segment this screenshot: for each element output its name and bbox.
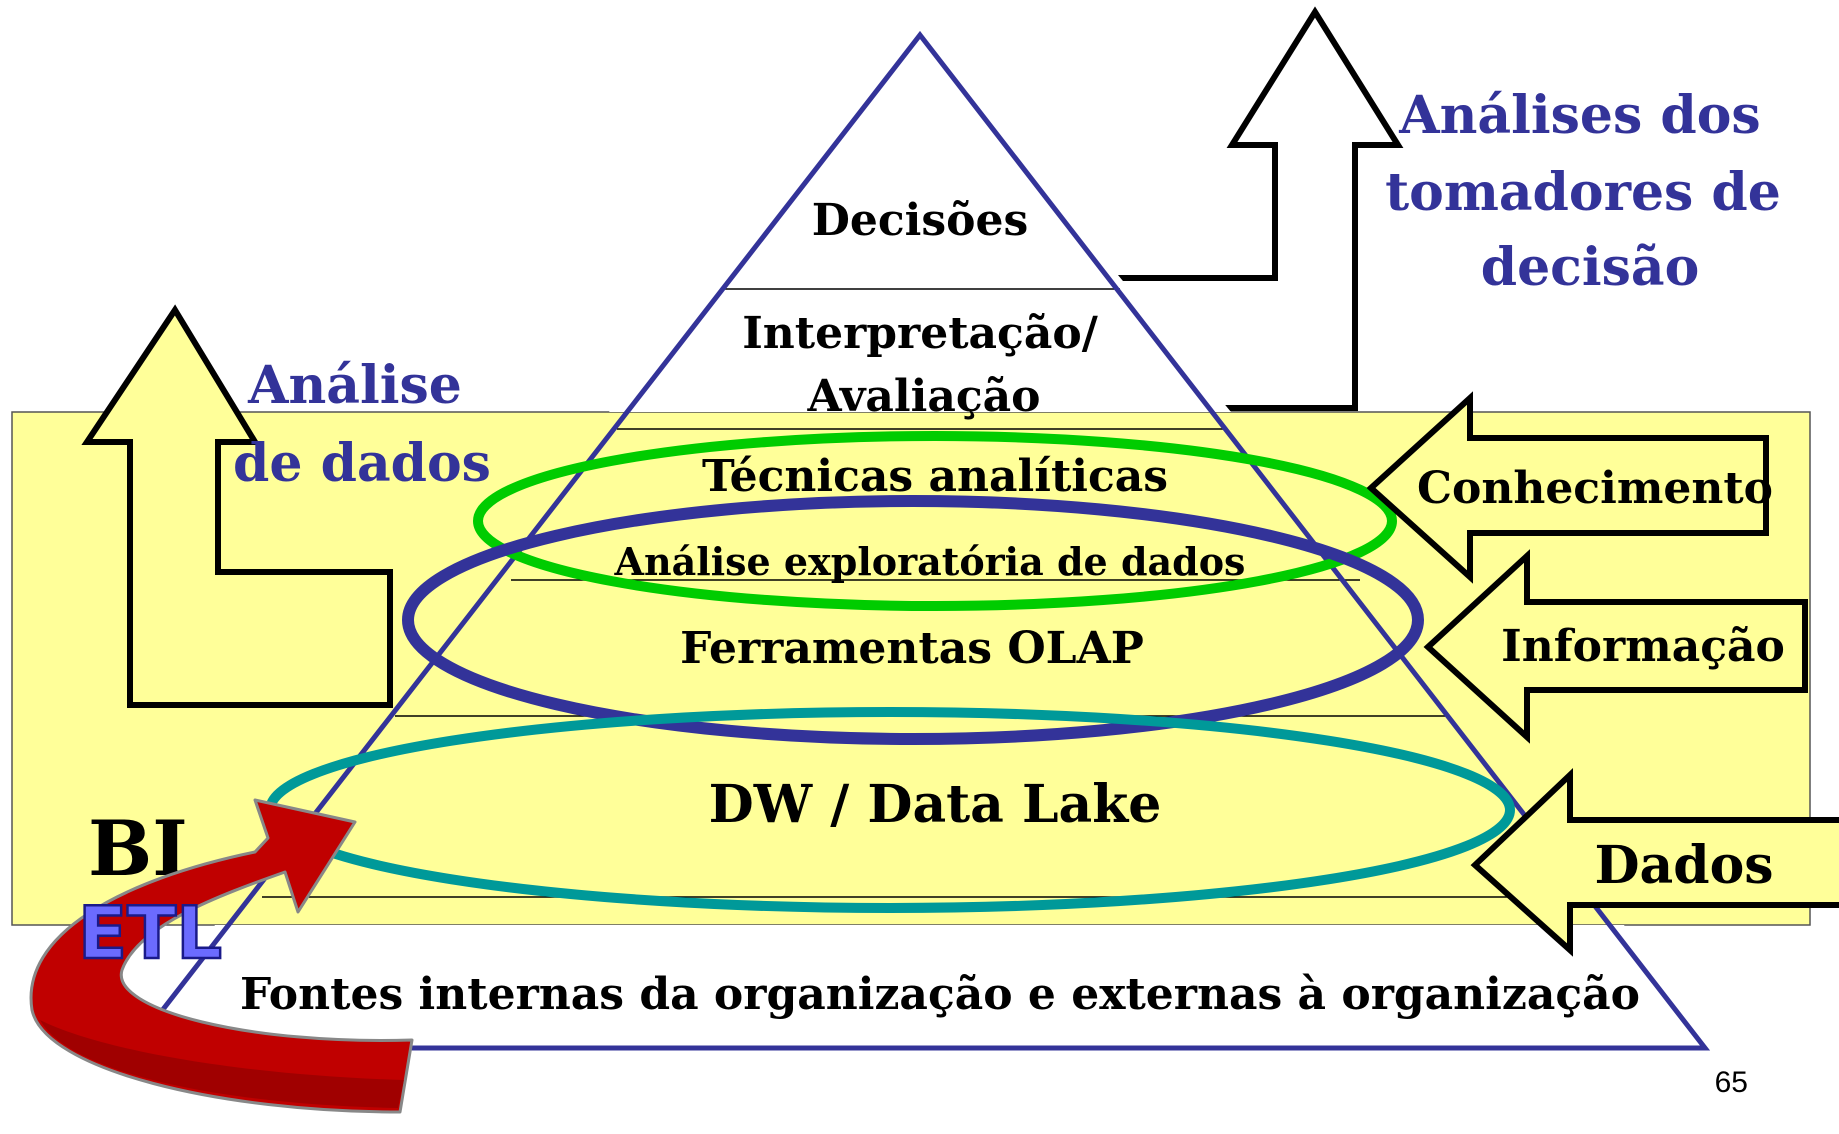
etl-arrow	[29, 798, 414, 1114]
decision-makers-label-line1: Análises dos	[1398, 85, 1760, 146]
layer-dw-data-lake: DW / Data Lake	[709, 774, 1162, 835]
etl-arrow-shadow	[40, 1020, 404, 1108]
information-ellipse-blue	[402, 495, 1424, 745]
etl-label: ETL	[78, 891, 222, 975]
conhecimento-arrow	[1366, 391, 1769, 584]
data-analysis-up-arrow	[81, 304, 393, 708]
layer-interpretacao: Interpretação/	[742, 308, 1098, 359]
conhecimento-label: Conhecimento	[1417, 463, 1773, 514]
etl-arrow-body	[29, 798, 414, 1114]
page-number: 65	[1715, 1066, 1748, 1099]
layer-ferramentas-olap: Ferramentas OLAP	[680, 623, 1144, 674]
decision-makers-label-line2: tomadores de	[1385, 162, 1781, 223]
informacao-arrow	[1423, 549, 1808, 744]
analise-dados-label-line1: Análise	[247, 355, 462, 416]
layer-tecnicas-analiticas: Técnicas analíticas	[702, 451, 1168, 502]
pyramid-top-fill	[609, 35, 1231, 412]
analise-dados-label-line2: de dados	[233, 433, 491, 494]
dados-label: Dados	[1594, 835, 1773, 896]
layer-avaliacao: Avaliação	[806, 371, 1040, 422]
knowledge-ellipse-green	[473, 431, 1397, 611]
layer-fontes: Fontes internas da organização e externa…	[240, 969, 1640, 1020]
layer-decisoes: Decisões	[812, 195, 1029, 246]
decision-makers-label-line3: decisão	[1481, 237, 1700, 298]
dados-arrow	[1470, 768, 1839, 957]
pyramid-bottom-fill	[133, 925, 1705, 1048]
informacao-label: Informação	[1501, 621, 1785, 672]
layer-analise-exploratoria: Análise exploratória de dados	[614, 539, 1246, 584]
